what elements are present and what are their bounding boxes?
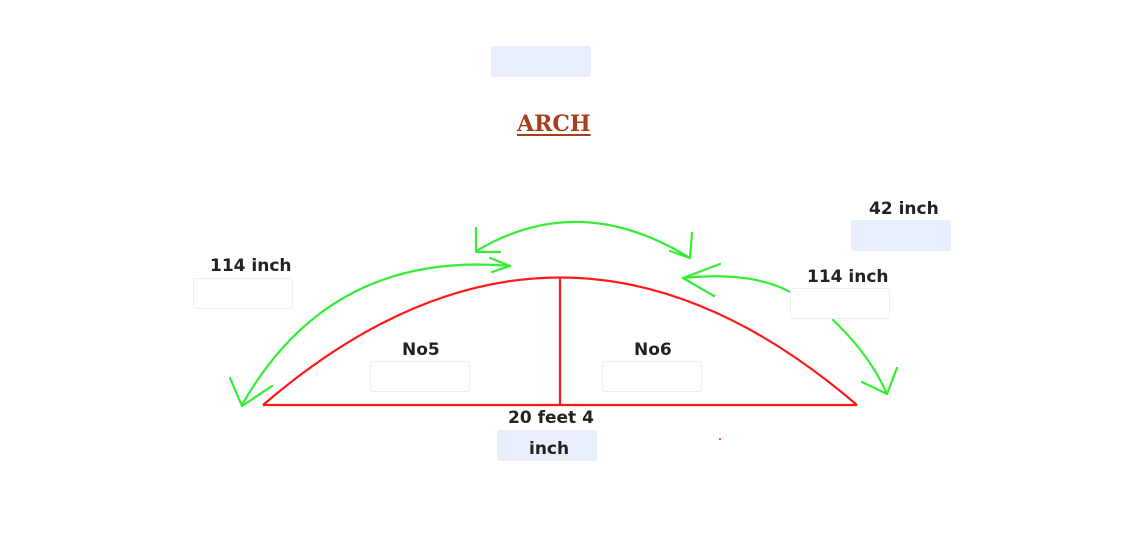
left-arc-label: 114 inch: [210, 256, 292, 276]
base-length-label-line2: inch: [529, 439, 570, 459]
section-right-label: No6: [634, 340, 672, 360]
diagram-title: ARCH: [517, 111, 591, 137]
section-left-field[interactable]: [370, 361, 470, 392]
top-arc-arrow: [474, 220, 694, 260]
right-arc-label: 114 inch: [807, 267, 889, 287]
stray-dot: [719, 438, 721, 440]
top-arc-field[interactable]: [851, 220, 951, 251]
base-length-field[interactable]: [497, 430, 597, 461]
right-arc-field[interactable]: [790, 288, 890, 319]
base-length-label-line1: 20 feet 4: [508, 408, 594, 428]
left-arc-field[interactable]: [193, 278, 293, 309]
top-field[interactable]: [491, 46, 591, 77]
arch-curve: [262, 276, 858, 406]
top-arc-label: 42 inch: [869, 199, 939, 219]
section-right-field[interactable]: [602, 361, 702, 392]
section-left-label: No5: [402, 340, 440, 360]
left-arc-arrow: [228, 256, 512, 408]
